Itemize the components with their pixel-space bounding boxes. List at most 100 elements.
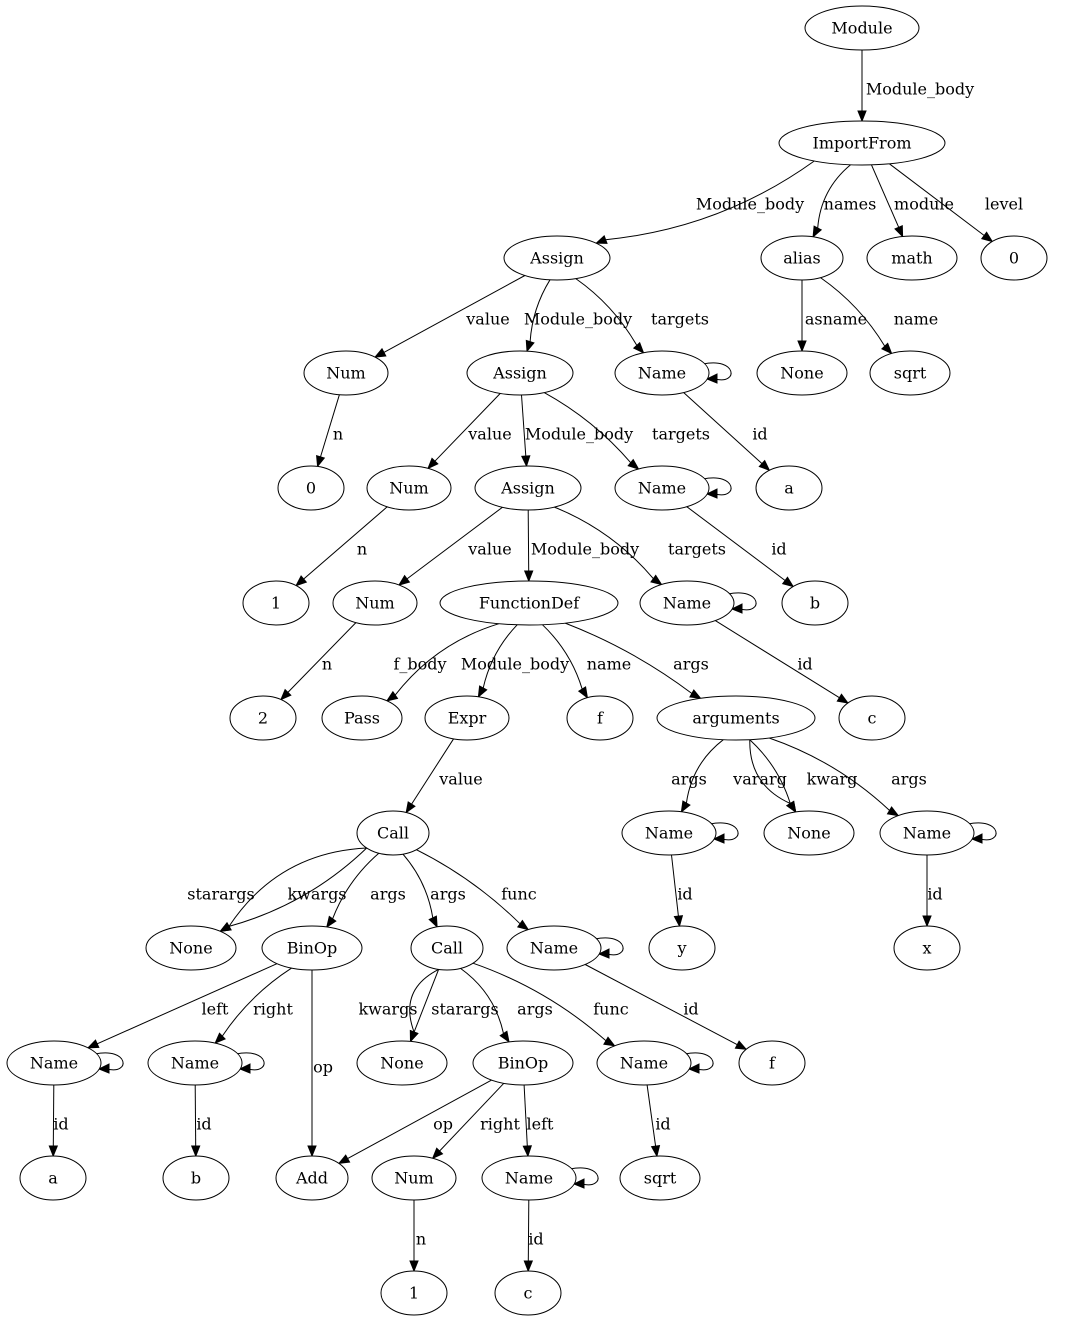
node-add: Add [275,1155,349,1201]
node-none_sa2: None [356,1040,448,1086]
node-b_id: b [781,580,849,626]
node-label: a [48,1169,58,1188]
arrowhead [894,224,904,238]
node-label: Num [326,364,365,383]
edge-label: func [501,885,537,904]
self-loop-name_x_arg [967,822,997,844]
edge-label: name [587,655,631,674]
edge-label: n [333,425,343,444]
edge-name_y_id: id [671,854,693,928]
node-label: 1 [409,1284,419,1303]
node-label: None [787,824,830,843]
edge-label: args [517,1000,553,1019]
edge-binop2_right: right [431,1082,520,1160]
node-shape [866,235,958,281]
edge-label: Module_body [525,425,633,444]
node-shape [332,580,418,626]
arrowhead [705,373,718,384]
edge-label: func [593,1000,629,1019]
edge-line [439,1082,505,1152]
edge-label: args [891,770,927,789]
node-shape [371,1155,457,1201]
arrowhead [650,1145,661,1158]
arrowhead [705,488,718,499]
node-shape [879,810,975,856]
edge-label: targets [651,310,709,329]
node-zero_n: 0 [277,465,345,511]
arrowhead [219,922,232,932]
node-shape [648,925,716,971]
node-shape [242,580,310,626]
arrowhead [385,690,399,702]
edge-label: id [655,1115,670,1134]
node-label: Name [30,1054,78,1073]
node-num2: Num [366,465,452,511]
node-shape [474,465,582,511]
arrowhead [970,833,983,844]
edge-line [394,623,500,696]
edge-label: op [433,1115,453,1134]
arrowhead [86,1039,100,1049]
node-shape [275,1155,349,1201]
edge-name_x_id: id [922,855,943,928]
edge-line [584,964,738,1046]
edge-label: id [196,1115,211,1134]
node-shape [778,120,946,166]
edge-label: id [528,1230,543,1249]
edge-binop1_op: op [307,969,333,1158]
arrowhead [730,603,743,614]
node-arguments: arguments [656,695,816,741]
self-loop-name_sqrt_func [684,1052,714,1074]
arrowhead [812,225,823,238]
edge-label: targets [668,540,726,559]
edge-line [646,1084,657,1147]
node-assign1: Assign [503,235,611,281]
node-x_id: x [893,925,961,971]
node-label: None [780,364,823,383]
arrowhead [427,457,439,470]
arrowhead [523,570,534,583]
node-shape [356,810,430,856]
edge-name_c_id: id [715,620,850,704]
edge-binop1_right: right [214,967,293,1045]
node-shape [893,925,961,971]
node-name_y_arg: Name [621,810,717,856]
edge-label: n [322,655,332,674]
node-label: f [769,1054,776,1073]
node-shape [19,1155,87,1201]
node-label: Name [638,479,686,498]
node-shape [145,925,237,971]
node-importfrom: ImportFrom [778,120,946,166]
node-one_n: 1 [242,580,310,626]
edge-assign3_name: targets [554,506,726,586]
edge-label: args [671,770,707,789]
edge-line [523,1084,528,1147]
edge-label: value [438,770,482,789]
node-label: None [380,1054,423,1073]
arrowhead [405,801,416,814]
edge-num4_n: n [409,1199,426,1273]
arrowhead [525,339,535,353]
self-loop-line [569,1167,599,1186]
edge-call1_kwargs: kwargs [219,847,368,932]
node-shape [738,1040,806,1086]
node-f_name: f [566,695,634,741]
node-shape [229,695,297,741]
arrowhead [597,948,610,959]
edge-label: module [894,195,954,214]
edge-line [683,392,763,464]
edge-binop2_left: left [522,1084,554,1158]
node-label: math [891,249,932,268]
arrowhead [523,1260,534,1273]
node-shape [410,925,484,971]
node-shape [321,695,403,741]
arrowhead [409,1260,419,1273]
arrowhead [499,1030,510,1044]
node-shape [619,1155,701,1201]
node-name_f_func: Name [506,925,602,971]
edge-label: Module_body [531,540,639,559]
edge-call1_binop: args [326,852,406,929]
node-shape [506,925,602,971]
node-label: Assign [500,479,555,498]
edge-line [820,277,886,347]
